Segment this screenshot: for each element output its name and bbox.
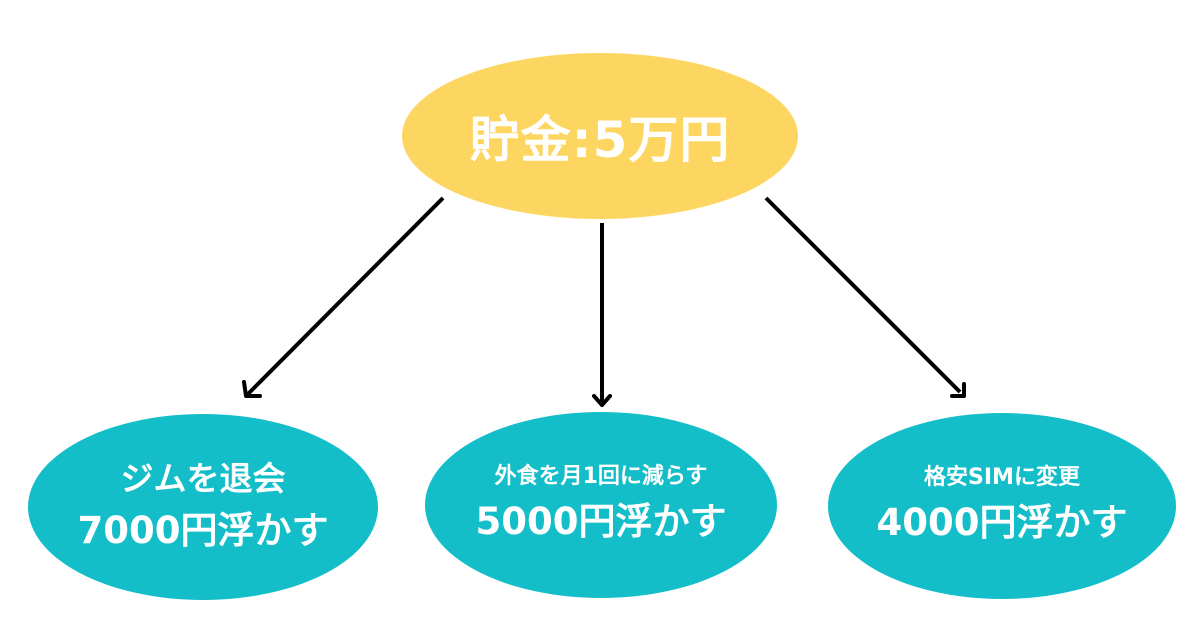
child-node-budget-sim: 格安SIMに変更 4000円浮かす xyxy=(828,413,1176,599)
arrow-middle xyxy=(592,223,612,407)
child-node-action: 格安SIMに変更 xyxy=(924,465,1080,491)
root-node-savings: 貯金:5万円 xyxy=(402,53,798,219)
child-node-action: 外食を月1回に減らす xyxy=(494,464,708,490)
arrow-left xyxy=(242,196,445,398)
child-node-savings-amount: 5000円浮かす xyxy=(475,499,727,543)
arrow-right xyxy=(764,196,966,398)
child-node-action: ジムを退会 xyxy=(120,458,286,498)
child-node-savings-amount: 4000円浮かす xyxy=(876,500,1128,544)
root-node-label: 貯金:5万円 xyxy=(469,111,731,169)
child-node-eating-out: 外食を月1回に減らす 5000円浮かす xyxy=(425,412,777,598)
child-node-gym: ジムを退会 7000円浮かす xyxy=(28,414,378,600)
child-node-savings-amount: 7000円浮かす xyxy=(77,509,329,553)
